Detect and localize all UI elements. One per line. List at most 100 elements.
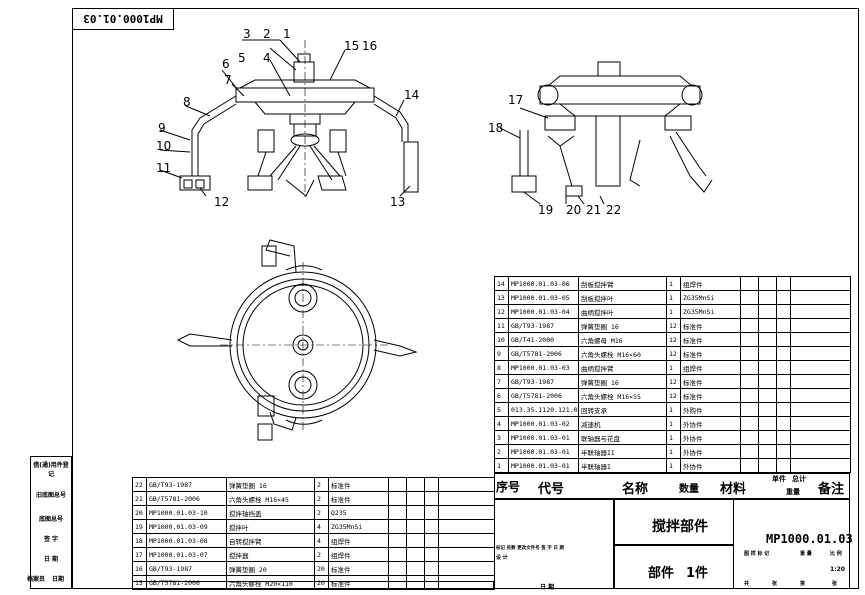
bom-left-cell-empty — [406, 533, 425, 548]
bom-right-cell-qty: 1 — [666, 430, 681, 445]
bom-right-cell-material: ZG35MnSi — [680, 304, 741, 319]
bom-right-cell-empty — [740, 430, 759, 445]
bom-right-cell-empty — [740, 360, 759, 375]
callout-21: 21 — [586, 203, 602, 217]
bom-right-cell-name: 六角头螺栓 M16×55 — [578, 388, 667, 403]
bom-right-cell-code: MP1000.01.03-04 — [508, 304, 579, 319]
bom-right-cell-material: 组焊件 — [680, 276, 741, 291]
callout-18: 18 — [488, 121, 504, 135]
bom-right-cell-qty: 12 — [666, 332, 681, 347]
bom-right-cell-name: 刮板搅拌臂 — [578, 276, 667, 291]
bom-left-cell-material: 标准件 — [328, 561, 389, 576]
stage-label: 图 样 标 记 — [744, 551, 770, 557]
callout-22: 22 — [606, 203, 622, 217]
bom-left-cell-empty — [438, 477, 495, 492]
callout-2: 2 — [263, 27, 271, 41]
design-label: 设 计 — [496, 555, 508, 561]
bom-left-cell-empty — [438, 505, 495, 520]
bom-right-cell-material: 外购件 — [680, 402, 741, 417]
bom-left-cell-code: MP1000.01.03-09 — [146, 519, 227, 534]
bom-left-cell-empty — [424, 519, 439, 534]
bom-right-cell-seq: 6 — [494, 388, 509, 403]
bom-right-cell-empty — [758, 360, 777, 375]
bom-right-cell-qty: 12 — [666, 346, 681, 361]
bom-left-cell-empty — [424, 491, 439, 506]
bom-left-cell-name: 弹簧垫圈 16 — [226, 477, 315, 492]
bom-right-cell-material: 标准件 — [680, 332, 741, 347]
bom-right-cell-material: 组焊件 — [680, 360, 741, 375]
bom-header-qty: 数量 — [679, 484, 699, 495]
revision-marks-label: 标记 处数 更改文件号 签 字 日 期 — [496, 546, 564, 551]
bom-left-cell-name: 六角头螺栓 M16×45 — [226, 491, 315, 506]
bom-right-cell-empty — [758, 276, 777, 291]
bom-right-cell-qty: 1 — [666, 458, 681, 473]
bom-header-code: 代号 — [538, 482, 565, 497]
bom-left-cell-material: ZG35MnSi — [328, 519, 389, 534]
bom-right-cell-name: 六角螺母 M16 — [578, 332, 667, 347]
bom-right-cell-empty — [740, 416, 759, 431]
bom-right-cell-name: 曲柄搅拌叶 — [578, 304, 667, 319]
bom-right-cell-empty — [790, 290, 851, 305]
callout-11: 11 — [156, 161, 172, 175]
bom-right-cell-empty — [758, 318, 777, 333]
bom-right-cell-code: MP1000.01.03-05 — [508, 290, 579, 305]
bom-left-cell-material: 组焊件 — [328, 547, 389, 562]
quantity-value: 1件 — [686, 566, 709, 581]
bom-left-cell-empty — [438, 547, 495, 562]
bom-left-cell-code: GB/T93-1987 — [146, 561, 227, 576]
bom-right-cell-empty — [790, 304, 851, 319]
bom-right-cell-material: 标准件 — [680, 318, 741, 333]
bom-right-cell-empty — [758, 444, 777, 459]
bom-left-cell-empty — [388, 491, 407, 506]
front-view — [159, 39, 419, 200]
bom-right-cell-qty: 1 — [666, 402, 681, 417]
plan-view — [176, 239, 418, 441]
bom-right-cell-empty — [758, 374, 777, 389]
bom-right-cell-empty — [790, 416, 851, 431]
bom-header-seq: 序号 — [496, 480, 521, 494]
callout-13: 13 — [390, 195, 406, 209]
bom-left-cell-name: 搅拌器 — [226, 547, 315, 562]
bom-right-cell-code: MP1000.01.03-01 — [508, 430, 579, 445]
title-cell — [614, 499, 734, 545]
bom-right-cell-qty: 1 — [666, 290, 681, 305]
bom-right-cell-name: 回转支承 — [578, 402, 667, 417]
bom-right-cell-empty — [740, 444, 759, 459]
bom-right-cell-empty — [740, 332, 759, 347]
left-bom-footer — [132, 581, 494, 589]
bom-left-cell-empty — [388, 505, 407, 520]
bom-right-cell-code: 013.35.1120.121.04.11P1 — [508, 402, 579, 417]
bom-right-cell-qty: 1 — [666, 304, 681, 319]
bom-left-cell-name: 六角头螺栓 M20×110 — [226, 575, 315, 590]
bom-right-cell-seq: 2 — [494, 444, 509, 459]
bom-left-cell-qty: 4 — [314, 519, 329, 534]
bom-right-cell-empty — [790, 402, 851, 417]
bom-right-cell-code: GB/T5781-2006 — [508, 346, 579, 361]
bom-left-cell-material: 标准件 — [328, 491, 389, 506]
callout-19: 19 — [538, 203, 554, 217]
bom-right-cell-seq: 13 — [494, 290, 509, 305]
bom-right-cell-empty — [758, 416, 777, 431]
bom-left-cell-qty: 2 — [314, 491, 329, 506]
drawing-title: 搅拌部件 — [652, 519, 708, 535]
bom-right-cell-name: 半联轴器I — [578, 458, 667, 473]
bom-right-cell-seq: 4 — [494, 416, 509, 431]
bom-right-cell-seq: 14 — [494, 276, 509, 291]
sheet-label-2: 张 — [772, 581, 778, 587]
sheet-label-4: 张 — [832, 581, 838, 587]
bom-right-cell-name: 六角头螺栓 M16×60 — [578, 346, 667, 361]
bom-left-cell-qty: 4 — [314, 533, 329, 548]
drawing-number: MP1000.01.03 — [766, 532, 853, 546]
bom-right-cell-material: 外协件 — [680, 430, 741, 445]
